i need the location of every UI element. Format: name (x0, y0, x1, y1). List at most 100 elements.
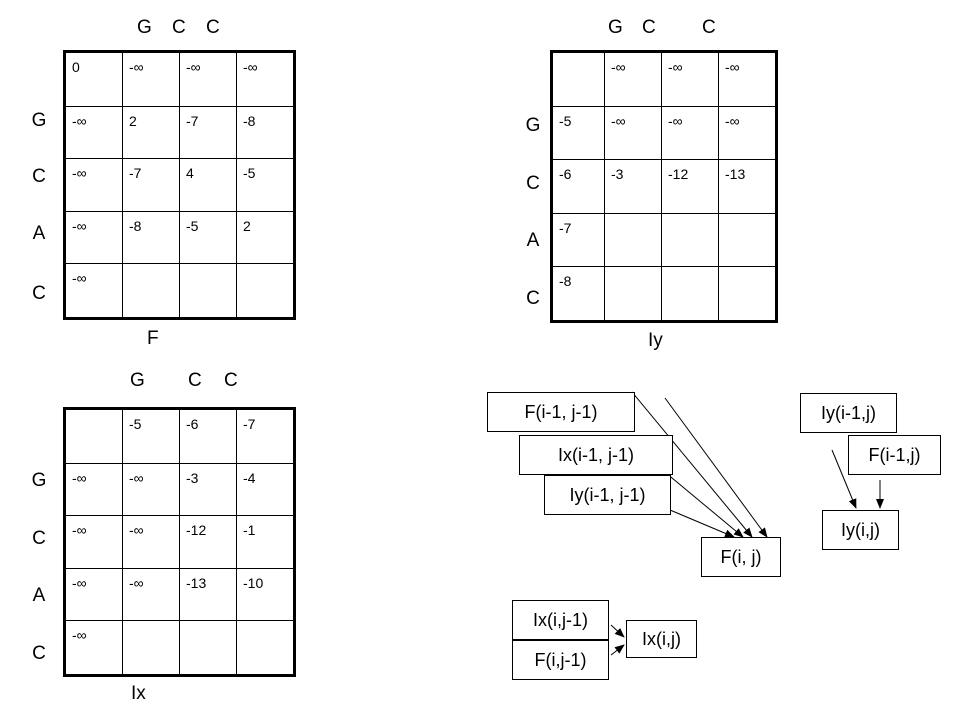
iy-prev-row-box: Iy(i-1,j) (800, 393, 897, 433)
iy-matrix-label: Iy (648, 330, 663, 351)
ix-current-box: Ix(i,j) (626, 620, 697, 658)
iy-row-header-4: C (526, 288, 540, 309)
f-cell: -∞ (179, 51, 237, 107)
iy-row-header-1: G (525, 115, 541, 136)
iy-cell: -12 (661, 159, 719, 214)
iy-cell: -∞ (604, 106, 662, 161)
iy-cell: -7 (551, 212, 605, 267)
f-cell (122, 263, 180, 319)
f-matrix: 0 -∞ -∞ -∞ -∞ 2 -7 -8 -∞ -7 4 -5 -∞ -8 -… (63, 50, 296, 320)
iy-cell (661, 265, 719, 323)
ix-cell: -10 (236, 567, 295, 622)
f-cell (236, 263, 295, 319)
iy-cell: -∞ (718, 106, 777, 161)
f-cell: -∞ (236, 51, 295, 107)
ix-cell: -1 (236, 515, 295, 569)
iy-col-header-2: C (642, 17, 656, 38)
ix-cell (179, 620, 237, 676)
f-cell: 2 (236, 210, 295, 265)
f-cell: -∞ (64, 158, 123, 212)
iy-cell: -3 (604, 159, 662, 214)
f-matrix-label: F (147, 328, 159, 349)
f-cell: -∞ (64, 105, 123, 160)
ix-col-header-1: G (130, 370, 145, 391)
ix-cell: -∞ (122, 515, 180, 569)
iy-prev-diagonal-box: Iy(i-1, j-1) (544, 475, 671, 515)
iy-cell (604, 265, 662, 323)
ix-cell: -∞ (64, 515, 123, 569)
f-cell: 0 (64, 51, 123, 107)
f-cell: -5 (179, 210, 237, 265)
ix-prev-column-box: Ix(i,j-1) (512, 600, 609, 640)
ix-prev-diagonal-box: Ix(i-1, j-1) (519, 435, 673, 475)
ix-row-header-4: C (32, 643, 46, 664)
iy-cell: -5 (551, 106, 605, 161)
arrow-fcol-to-ix (610, 644, 625, 656)
iy-row-header-2: C (526, 173, 540, 194)
iy-cell: -6 (551, 159, 605, 214)
iy-col-header-1: G (608, 17, 623, 38)
iy-cell (661, 212, 719, 267)
ix-cell: -∞ (64, 567, 123, 622)
iy-cell: -∞ (661, 106, 719, 161)
ix-matrix-label: Ix (131, 683, 146, 704)
ix-cell (64, 408, 123, 464)
f-cell: -7 (122, 158, 180, 212)
f-col-header-1: G (137, 17, 152, 38)
f-col-header-3: C (206, 17, 220, 38)
f-prev-column-box: F(i,j-1) (512, 640, 609, 680)
ix-cell: -∞ (64, 462, 123, 517)
ix-cell: -13 (179, 567, 237, 622)
iy-cell: -∞ (718, 50, 777, 108)
f-cell (179, 263, 237, 319)
f-row-header-3: A (32, 223, 46, 244)
f-row-header-4: C (32, 283, 46, 304)
arrow-fdiag-to-f-2 (664, 397, 768, 538)
iy-cell (551, 50, 605, 108)
iy-cell: -∞ (604, 50, 662, 108)
f-cell: -8 (122, 210, 180, 265)
ix-cell: -7 (236, 408, 295, 464)
iy-cell: -13 (718, 159, 777, 214)
ix-row-header-3: A (32, 585, 46, 606)
ix-cell: -5 (122, 408, 180, 464)
f-cell: -∞ (122, 51, 180, 107)
f-cell: -∞ (64, 263, 123, 319)
ix-cell: -4 (236, 462, 295, 517)
f-cell: 4 (179, 158, 237, 212)
f-cell: -8 (236, 105, 295, 160)
iy-cell (718, 265, 777, 323)
ix-col-header-2: C (188, 370, 202, 391)
ix-row-header-2: C (32, 528, 46, 549)
ix-cell (122, 620, 180, 676)
ix-cell: -∞ (122, 567, 180, 622)
iy-row-header-3: A (526, 230, 540, 251)
f-current-box: F(i, j) (701, 537, 781, 577)
iy-current-box: Iy(i,j) (822, 510, 899, 550)
f-cell: -7 (179, 105, 237, 160)
iy-cell: -8 (551, 265, 605, 323)
f-cell: -5 (236, 158, 295, 212)
arrow-iydiag-to-f (669, 509, 735, 538)
f-row-header-1: G (31, 110, 47, 131)
ix-cell: -6 (179, 408, 237, 464)
f-prev-diagonal-box: F(i-1, j-1) (487, 392, 635, 432)
ix-cell (236, 620, 295, 676)
f-cell: -∞ (64, 210, 123, 265)
iy-col-header-3: C (702, 17, 716, 38)
arrow-ixcol-to-ix (610, 624, 625, 638)
ix-cell: -∞ (64, 620, 123, 676)
iy-cell (604, 212, 662, 267)
iy-cell (718, 212, 777, 267)
f-cell: 2 (122, 105, 180, 160)
f-row-header-2: C (32, 166, 46, 187)
f-prev-row-box: F(i-1,j) (848, 435, 941, 475)
iy-matrix: -∞ -∞ -∞ -5 -∞ -∞ -∞ -6 -3 -12 -13 -7 -8 (550, 50, 778, 323)
f-col-header-2: C (172, 17, 186, 38)
ix-row-header-1: G (31, 470, 47, 491)
iy-cell: -∞ (661, 50, 719, 108)
ix-col-header-3: C (224, 370, 238, 391)
ix-matrix: -5 -6 -7 -∞ -∞ -3 -4 -∞ -∞ -12 -1 -∞ -∞ … (63, 407, 296, 677)
ix-cell: -12 (179, 515, 237, 569)
ix-cell: -∞ (122, 462, 180, 517)
